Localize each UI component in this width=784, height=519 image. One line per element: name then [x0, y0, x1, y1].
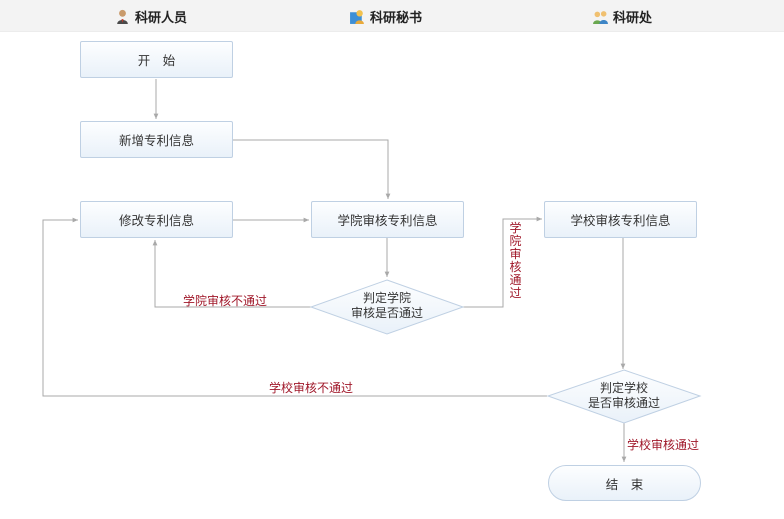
- edge-school-fail: [42, 217, 547, 397]
- college-review-node[interactable]: 学院审核专利信息: [311, 201, 464, 238]
- add-patent-node[interactable]: 新增专利信息: [80, 121, 233, 158]
- school-decision-text: 判定学校 是否审核通过: [564, 381, 684, 411]
- start-node[interactable]: 开 始: [80, 41, 233, 78]
- lane-secretary-label: 科研秘书: [370, 10, 423, 26]
- college-decision-line1: 判定学院: [362, 291, 411, 305]
- college-decision-line2: 审核是否通过: [350, 306, 423, 320]
- modify-patent-node[interactable]: 修改专利信息: [80, 201, 233, 238]
- lane-research-office: 科研处: [592, 6, 652, 26]
- add-patent-label: 新增专利信息: [118, 133, 194, 148]
- school-review-node[interactable]: 学校审核专利信息: [544, 201, 697, 238]
- end-node[interactable]: 结 束: [548, 465, 701, 501]
- lane-header: 科研人员 科研秘书 科研处: [0, 0, 784, 32]
- school-review-label: 学校审核专利信息: [570, 213, 671, 228]
- college-review-label: 学院审核专利信息: [337, 213, 438, 228]
- lane-secretary: 科研秘书: [349, 6, 422, 26]
- edge-add-college-review: [233, 139, 391, 199]
- lane-research-office-label: 科研处: [613, 10, 653, 26]
- researcher-icon: [114, 8, 131, 25]
- lane-researcher-label: 科研人员: [135, 10, 188, 26]
- college-fail-label: 学院审核不通过: [183, 294, 268, 308]
- school-decision-line1: 判定学校: [599, 381, 648, 395]
- lane-researcher: 科研人员: [114, 6, 187, 26]
- secretary-icon: [349, 8, 366, 25]
- end-node-label: 结 束: [605, 476, 644, 492]
- edge-college-pass: [463, 216, 542, 308]
- school-pass-label: 学校审核通过: [627, 438, 700, 452]
- school-fail-label: 学校审核不通过: [269, 381, 354, 395]
- college-decision-diamond: [309, 279, 465, 335]
- college-decision-text: 判定学院 审核是否通过: [327, 291, 447, 321]
- edge-college-fail: [152, 240, 311, 308]
- school-decision-diamond: [546, 369, 702, 424]
- modify-patent-label: 修改专利信息: [118, 213, 194, 228]
- school-decision-line2: 是否审核通过: [587, 396, 660, 410]
- college-pass-label: 学院审核通过: [509, 221, 522, 300]
- start-node-label: 开 始: [137, 53, 176, 68]
- research-office-icon: [592, 8, 609, 25]
